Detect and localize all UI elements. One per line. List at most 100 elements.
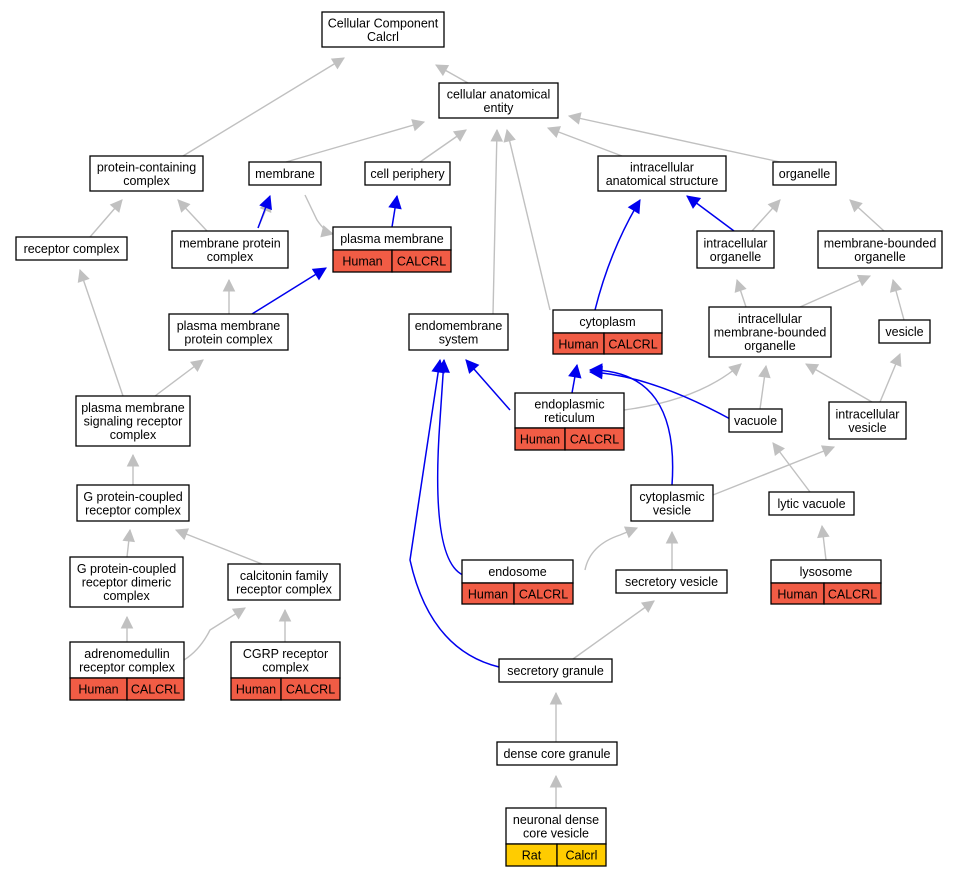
node-label-line: receptor complex <box>24 242 121 256</box>
node-label-line: complex <box>207 250 254 264</box>
node-label-line: lytic vacuole <box>777 497 845 511</box>
gene-label: CALCRL <box>570 433 619 447</box>
gene-label: CALCRL <box>286 683 335 697</box>
arrowhead-icon <box>190 359 204 372</box>
node-label-line: intracellular <box>630 160 694 174</box>
go-term-node-organelle[interactable]: organelle <box>772 161 837 186</box>
node-label-line: intracellular <box>704 236 768 250</box>
node-label-line: calcitonin family <box>240 569 329 583</box>
node-box <box>168 313 289 351</box>
gene-label: CALCRL <box>397 255 446 269</box>
node-label-line: lysosome <box>800 565 853 579</box>
arrowhead-icon <box>549 774 563 788</box>
node-box <box>696 230 775 269</box>
node-box <box>615 569 728 594</box>
go-term-node-vacuole[interactable]: vacuole <box>728 408 783 433</box>
gene-label: CALCRL <box>131 683 180 697</box>
node-label-line: organelle <box>710 250 761 264</box>
node-box <box>772 161 837 186</box>
species-label: Human <box>78 683 118 697</box>
gene-label: CALCRL <box>828 588 877 602</box>
go-term-node-secretory-granule[interactable]: secretory granule <box>498 658 613 683</box>
species-annotation: Human CALCRL <box>69 677 185 701</box>
go-term-node-receptor-complex[interactable]: receptor complex <box>15 236 128 261</box>
node-box <box>817 230 943 269</box>
node-box <box>69 641 185 679</box>
arrowhead-icon <box>503 128 516 143</box>
node-box <box>230 641 341 679</box>
go-term-node-lytic-vacuole[interactable]: lytic vacuole <box>768 491 855 516</box>
node-label-line: vesicle <box>848 421 886 435</box>
node-label-line: complex <box>123 174 170 188</box>
species-annotation: Human CALCRL <box>332 249 452 273</box>
arrowhead-icon <box>320 225 335 238</box>
is-a-edge <box>304 194 334 235</box>
node-label-line: vacuole <box>734 414 777 428</box>
go-term-node-cell-periphery[interactable]: cell periphery <box>364 161 451 186</box>
arrowhead-icon <box>758 364 771 379</box>
species-label: Human <box>468 588 508 602</box>
arrowhead-icon <box>452 129 467 142</box>
node-label-line: G protein-coupled <box>83 490 182 504</box>
node-box <box>438 82 559 119</box>
node-label-line: protein complex <box>184 332 273 346</box>
gene-cell <box>556 843 607 867</box>
go-term-node-dense-core-granule[interactable]: dense core granule <box>496 741 618 766</box>
arrowhead-icon <box>311 267 327 281</box>
node-box <box>768 491 855 516</box>
arrowhead-icon <box>490 128 504 142</box>
is-a-edge <box>547 127 623 157</box>
node-label-line: cell periphery <box>370 167 445 181</box>
go-term-node-secretory-vesicle[interactable]: secretory vesicle <box>615 569 728 594</box>
node-box <box>728 408 783 433</box>
is-a-edge <box>712 446 835 496</box>
go-term-node-vesicle[interactable]: vesicle <box>878 319 931 344</box>
species-label: Human <box>558 338 598 352</box>
node-label-line: plasma membrane <box>81 401 185 415</box>
arrowhead-icon <box>805 363 820 376</box>
node-label-line: plasma membrane <box>177 319 281 333</box>
arrowhead-icon <box>889 278 903 293</box>
arrowhead-icon <box>889 352 902 368</box>
species-label: Human <box>342 255 382 269</box>
node-label-line: complex <box>110 428 157 442</box>
gene-label: CALCRL <box>519 588 568 602</box>
go-term-node-membrane[interactable]: membrane <box>248 161 322 186</box>
arrowhead-icon <box>259 194 272 211</box>
node-box <box>505 807 607 845</box>
node-label-line: intracellular <box>836 407 900 421</box>
node-label-line: receptor complex <box>236 582 333 596</box>
arrowhead-icon <box>388 194 402 210</box>
node-box <box>828 401 907 440</box>
is-a-edge <box>568 115 781 163</box>
gene-cell <box>391 249 452 273</box>
arrowhead-icon <box>431 358 445 374</box>
gene-cell <box>564 427 625 451</box>
